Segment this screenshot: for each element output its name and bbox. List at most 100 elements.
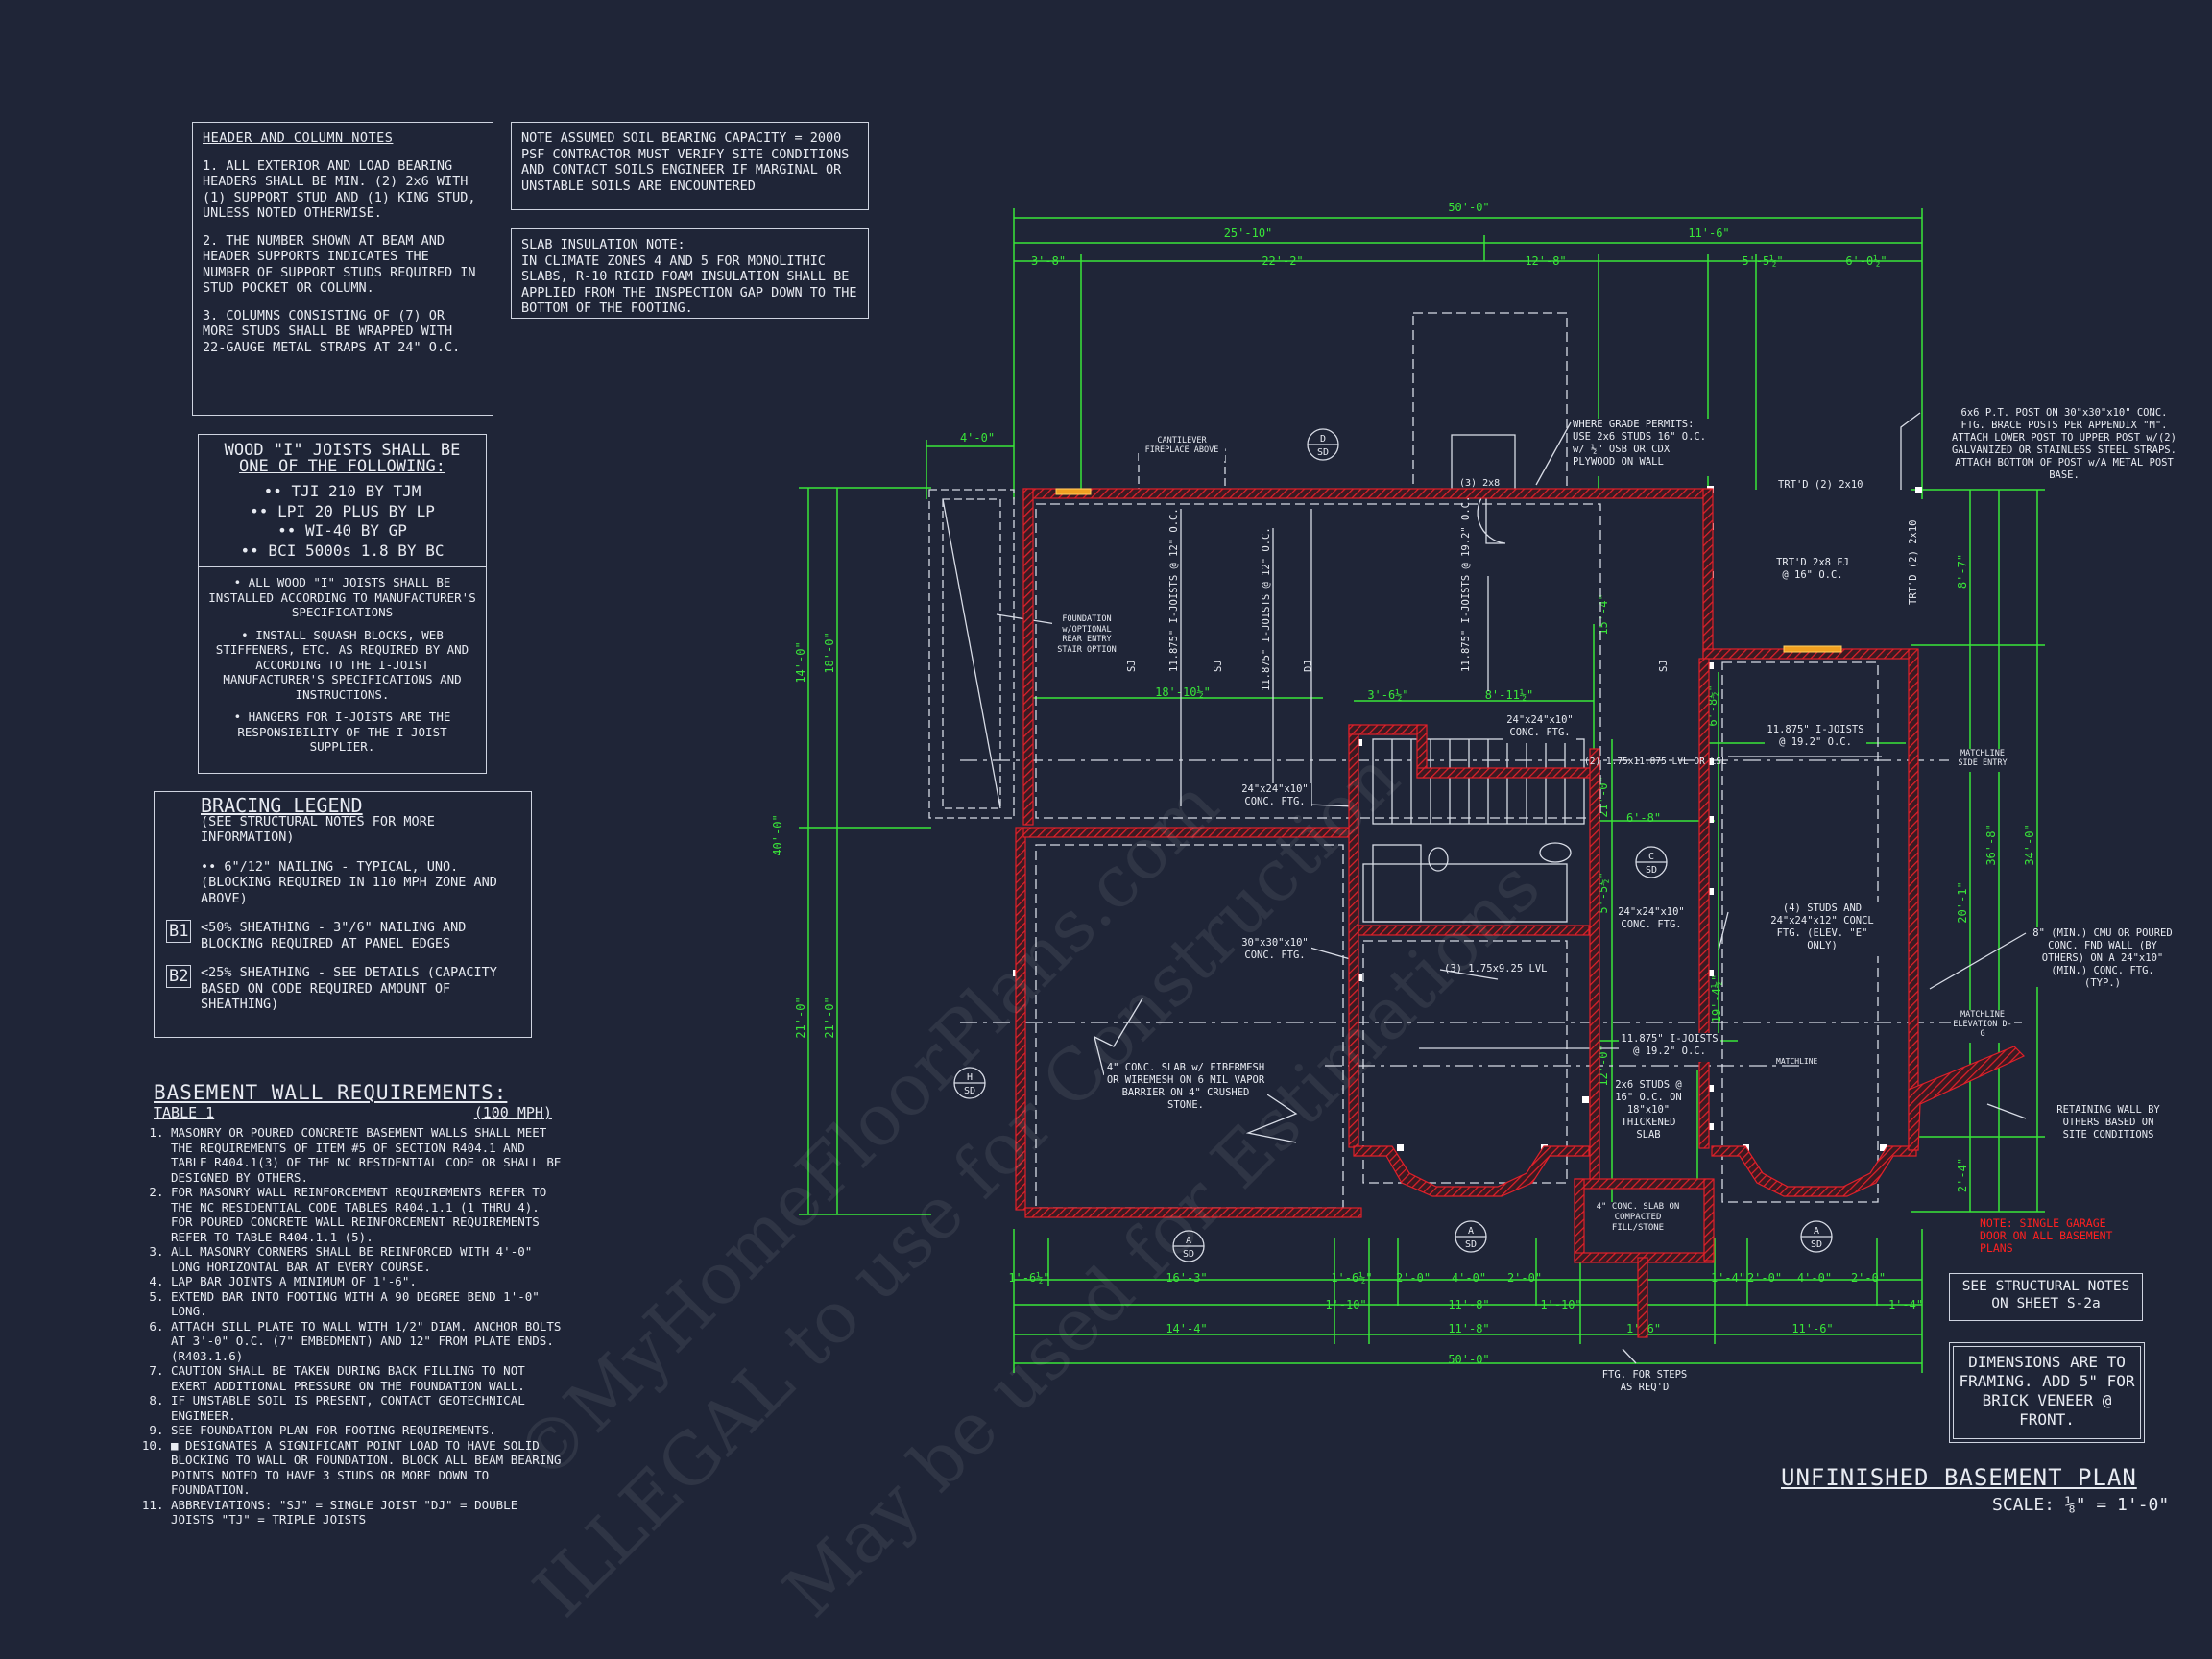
note-match1-wrap — [1951, 749, 2014, 772]
dim-bot-c: 1'-6½" — [1331, 1271, 1372, 1285]
tag-a3-sd: SD — [1811, 1239, 1822, 1250]
tag-a1-sd: SD — [1183, 1249, 1194, 1260]
note-retaining: RETAINING WALL BY OTHERS BASED ON SITE C… — [2056, 1104, 2160, 1141]
dim-bot-j: 2'-0" — [1851, 1271, 1886, 1285]
dim-bot-n: 1'-10" — [1540, 1298, 1581, 1311]
soil-note: NOTE ASSUMED SOIL BEARING CAPACITY = 200… — [511, 122, 869, 210]
dim-bot-h: 2'-0" — [1747, 1271, 1782, 1285]
dims-box-text: DIMENSIONS ARE TO FRAMING. ADD 5" FOR BR… — [1959, 1353, 2135, 1429]
bracing-subtitle: (SEE STRUCTURAL NOTES FOR MORE INFORMATI… — [201, 813, 435, 846]
bwr-item: ■ DESIGNATES A SIGNIFICANT POINT LOAD TO… — [171, 1438, 566, 1498]
dim-right-d: 2'-4" — [1956, 1158, 1969, 1192]
bwr-item: EXTEND BAR INTO FOOTING WITH A 90 DEGREE… — [171, 1289, 566, 1319]
plan-title: UNFINISHED BASEMENT PLAN — [1781, 1464, 2137, 1491]
bracing-title: BRACING LEGEND — [201, 794, 363, 817]
note-joist5-wrap — [1619, 1033, 1720, 1062]
label-joist2: 11.875" I-JOISTS @ 12" O.C. — [1261, 527, 1272, 691]
note-ftg-24c: 24"x24"x10" CONC. FTG. — [1618, 906, 1685, 930]
dim-top-e: 6'-0½" — [1845, 254, 1887, 268]
tag-d: D — [1320, 434, 1326, 445]
note-studs4-wrap — [1765, 902, 1880, 956]
tag-h: H — [967, 1072, 973, 1083]
note-ftg-24c-wrap — [1615, 906, 1688, 935]
dim-bot-i: 4'-0" — [1797, 1271, 1832, 1285]
note-slab2-wrap — [1594, 1202, 1682, 1240]
note-post-wrap — [1947, 407, 2177, 484]
header-note-2: 2. THE NUMBER SHOWN AT BEAM AND HEADER S… — [203, 232, 476, 297]
note-foundation: FOUNDATION w/OPTIONAL REAR ENTRY STAIR O… — [1057, 614, 1117, 655]
red-note: NOTE: SINGLE GARAGE DOOR ON ALL BASEMENT… — [1980, 1216, 2113, 1255]
dim-right-c: 20'-1" — [1956, 881, 1969, 923]
label-3-2x8: (3) 2x8 — [1459, 478, 1500, 489]
bwr-item: MASONRY OR POURED CONCRETE BASEMENT WALL… — [171, 1125, 566, 1185]
dim-right-overall: 34'-0" — [2023, 824, 2036, 865]
joist-note-2: • INSTALL SQUASH BLOCKS, WEB STIFFENERS,… — [215, 627, 469, 702]
dim-top-overall: 50'-0" — [1448, 201, 1489, 214]
dim-left-c: 21'-0" — [794, 997, 807, 1038]
dim-top-b: 22'-2" — [1262, 254, 1303, 268]
note-slab: 4" CONC. SLAB w/ FIBERMESH OR WIREMESH O… — [1106, 1062, 1265, 1111]
beam-pockets — [1055, 488, 1842, 653]
tag-a2-sd: SD — [1465, 1239, 1477, 1250]
bwr-item: ABBREVIATIONS: "SJ" = SINGLE JOIST "DJ" … — [171, 1498, 566, 1527]
dim-int-f: 15'-4" — [1597, 593, 1610, 635]
dim-bot-r: 11'-6" — [1791, 1322, 1833, 1335]
dim-top-a: 3'-8" — [1031, 254, 1066, 268]
dim-left-d: 21'-0" — [823, 997, 836, 1038]
note-ftg-24b-wrap — [1238, 783, 1311, 812]
bwr-table-row: TABLE 1 (100 MPH) — [154, 1104, 552, 1121]
tag-h-sd: SD — [964, 1086, 975, 1096]
joist-note-1: • ALL WOOD "I" JOISTS SHALL BE INSTALLED… — [208, 575, 476, 619]
bwr-item: CAUTION SHALL BE TAKEN DURING BACK FILLI… — [171, 1363, 566, 1393]
note-trtd-fj-wrap — [1772, 557, 1853, 586]
dim-top-left: 25'-10" — [1224, 227, 1273, 240]
bracing-b1-row: B1 <50% SHEATHING - 3"/6" NAILING AND BL… — [166, 920, 521, 951]
dim-left-b: 18'-0" — [823, 632, 836, 673]
label-dj: DJ — [1303, 660, 1314, 672]
dim-int-b: 3'-6½" — [1367, 688, 1408, 702]
note-joist4-wrap — [1765, 724, 1866, 753]
dim-top-cant: 4'-0" — [960, 431, 995, 445]
note-slab-wrap — [1104, 1062, 1267, 1116]
label-trtd-side: TRT'D (2) 2x10 — [1908, 519, 1919, 605]
note-foundation-wrap — [1052, 614, 1121, 662]
note-cmu-wrap — [2031, 927, 2175, 987]
joist-option-2: •• LPI 20 PLUS BY LP — [250, 501, 435, 520]
plan-scale: SCALE: ⅛" = 1'-0" — [1992, 1495, 2170, 1515]
note-ftg-24a-wrap — [1503, 714, 1576, 743]
note-post: 6x6 P.T. POST ON 30"x30"x10" CONC. FTG. … — [1952, 407, 2176, 481]
dim-bot-d: 2'-0" — [1396, 1271, 1431, 1285]
dim-bot-l: 1'-10" — [1325, 1298, 1366, 1311]
note-trtd-fj: TRT'D 2x8 FJ @ 16" O.C. — [1776, 557, 1849, 581]
bracing-legend: BRACING LEGEND (SEE STRUCTURAL NOTES FOR… — [154, 791, 532, 1038]
plan-linework — [928, 312, 2027, 1364]
note-cantilever: CANTILEVER FIREPLACE ABOVE — [1144, 436, 1219, 455]
note-slab2: 4" CONC. SLAB ON COMPACTED FILL/STONE — [1596, 1202, 1680, 1233]
note-steps-wrap — [1601, 1369, 1688, 1411]
label-joist1: 11.875" I-JOISTS @ 12" O.C. — [1168, 508, 1180, 672]
bwr-mph: (100 MPH) — [473, 1104, 552, 1121]
note-cmu: 8" (MIN.) CMU OR POURED CONC. FND WALL (… — [2032, 927, 2173, 989]
dim-bot-k: 1'-4" — [1888, 1298, 1923, 1311]
label-lvl1: (2) 1.75x11.875 LVL OR LSL — [1584, 757, 1727, 767]
note-ftg-30-wrap — [1238, 937, 1311, 966]
b2-tag: B2 — [166, 965, 192, 988]
note-match1: MATCHLINE SIDE ENTRY — [1958, 749, 2008, 768]
dim-right-b: 8'-7" — [1956, 554, 1969, 589]
note-steps: FTG. FOR STEPS AS REQ'D — [1601, 1369, 1688, 1393]
dim-bot-e: 4'-0" — [1452, 1271, 1486, 1285]
header-note-3: 3. COLUMNS CONSISTING OF (7) OR MORE STU… — [203, 307, 461, 355]
joist-option-4: •• BCI 5000s 1.8 BY BC — [240, 541, 445, 560]
section-tag-labels: D SD C SD H SD A SD A SD A SD — [964, 434, 1822, 1260]
note-thick: 2x6 STUDS @ 16" O.C. ON 18"x10" THICKENE… — [1615, 1079, 1682, 1141]
dim-int-a: 18'-10½" — [1155, 685, 1211, 699]
dims-box-inner: DIMENSIONS ARE TO FRAMING. ADD 5" FOR BR… — [1953, 1346, 2141, 1439]
dim-bot-a: 1'-6½" — [1008, 1271, 1049, 1285]
dim-int-c: 8'-11½" — [1485, 688, 1534, 702]
dim-top-right: 11'-6" — [1688, 227, 1729, 240]
dim-bot-q: 11'-8" — [1448, 1298, 1489, 1311]
bracing-b2-row: B2 <25% SHEATHING - SEE DETAILS (CAPACIT… — [166, 965, 521, 1013]
header-note-1: 1. ALL EXTERIOR AND LOAD BEARING HEADERS… — [203, 157, 476, 222]
note-ftg-24b: 24"x24"x10" CONC. FTG. — [1241, 783, 1309, 807]
bwr-item: IF UNSTABLE SOIL IS PRESENT, CONTACT GEO… — [171, 1393, 566, 1423]
